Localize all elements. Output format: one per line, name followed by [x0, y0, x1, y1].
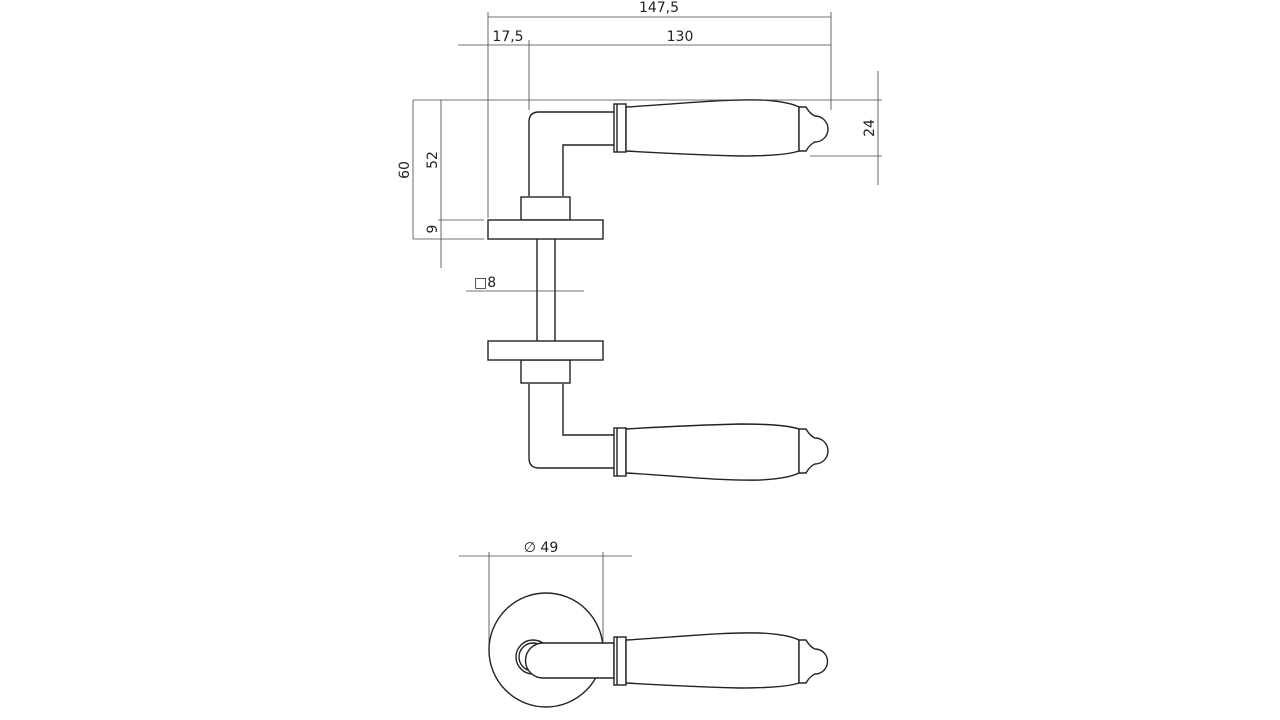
square-spindle — [536, 239, 556, 341]
lever-side-view-top — [487, 99, 829, 240]
dimension-lines — [412, 12, 882, 292]
dim-rose-diameter: ∅ 49 — [524, 540, 558, 556]
dim-grip-height: 24 — [862, 119, 878, 137]
dim-height-to-top: 52 — [425, 151, 441, 169]
dim-total-height: 60 — [397, 161, 413, 179]
dim-lever-length: 130 — [667, 29, 694, 45]
lever-front-view — [459, 552, 829, 708]
dim-rose-thickness: 9 — [425, 225, 441, 234]
dim-overall-length: 147,5 — [639, 0, 679, 16]
dim-spindle: □8 — [474, 275, 496, 291]
lever-side-view-bottom — [487, 340, 829, 481]
dim-offset: 17,5 — [492, 29, 523, 45]
